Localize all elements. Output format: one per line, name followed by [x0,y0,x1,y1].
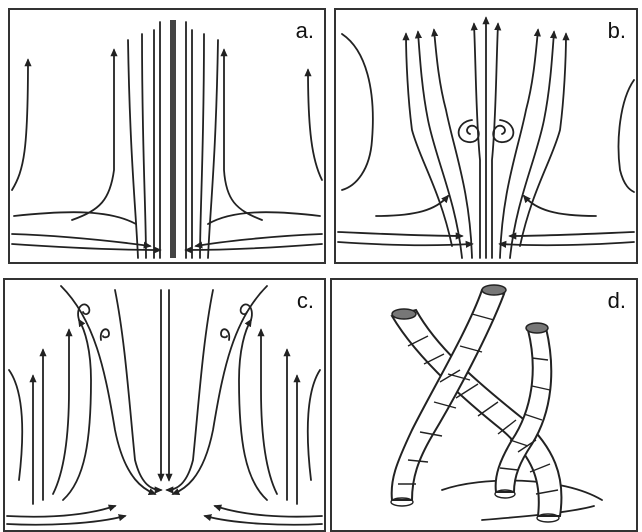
panel-label: c. [297,288,314,314]
panel-d-vortex-tubes [332,280,636,530]
panel-b-streamlines [336,10,636,262]
panel-b: b. [334,8,638,264]
inflow-lines [7,370,322,525]
panel-label: a. [296,18,314,44]
central-jet [170,20,176,258]
panel-d: d. [330,278,638,532]
curl-tips [78,304,252,340]
panel-a-streamlines [10,10,324,262]
ground-curve [442,481,602,500]
panel-label: d. [608,288,626,314]
inflow-lines [12,50,322,250]
panel-c-streamlines [5,280,324,530]
panel-c: c. [3,278,326,532]
fan-out-lines [406,18,566,258]
loop-lines [33,286,297,504]
panel-a: a. [8,8,326,264]
panel-label: b. [608,18,626,44]
